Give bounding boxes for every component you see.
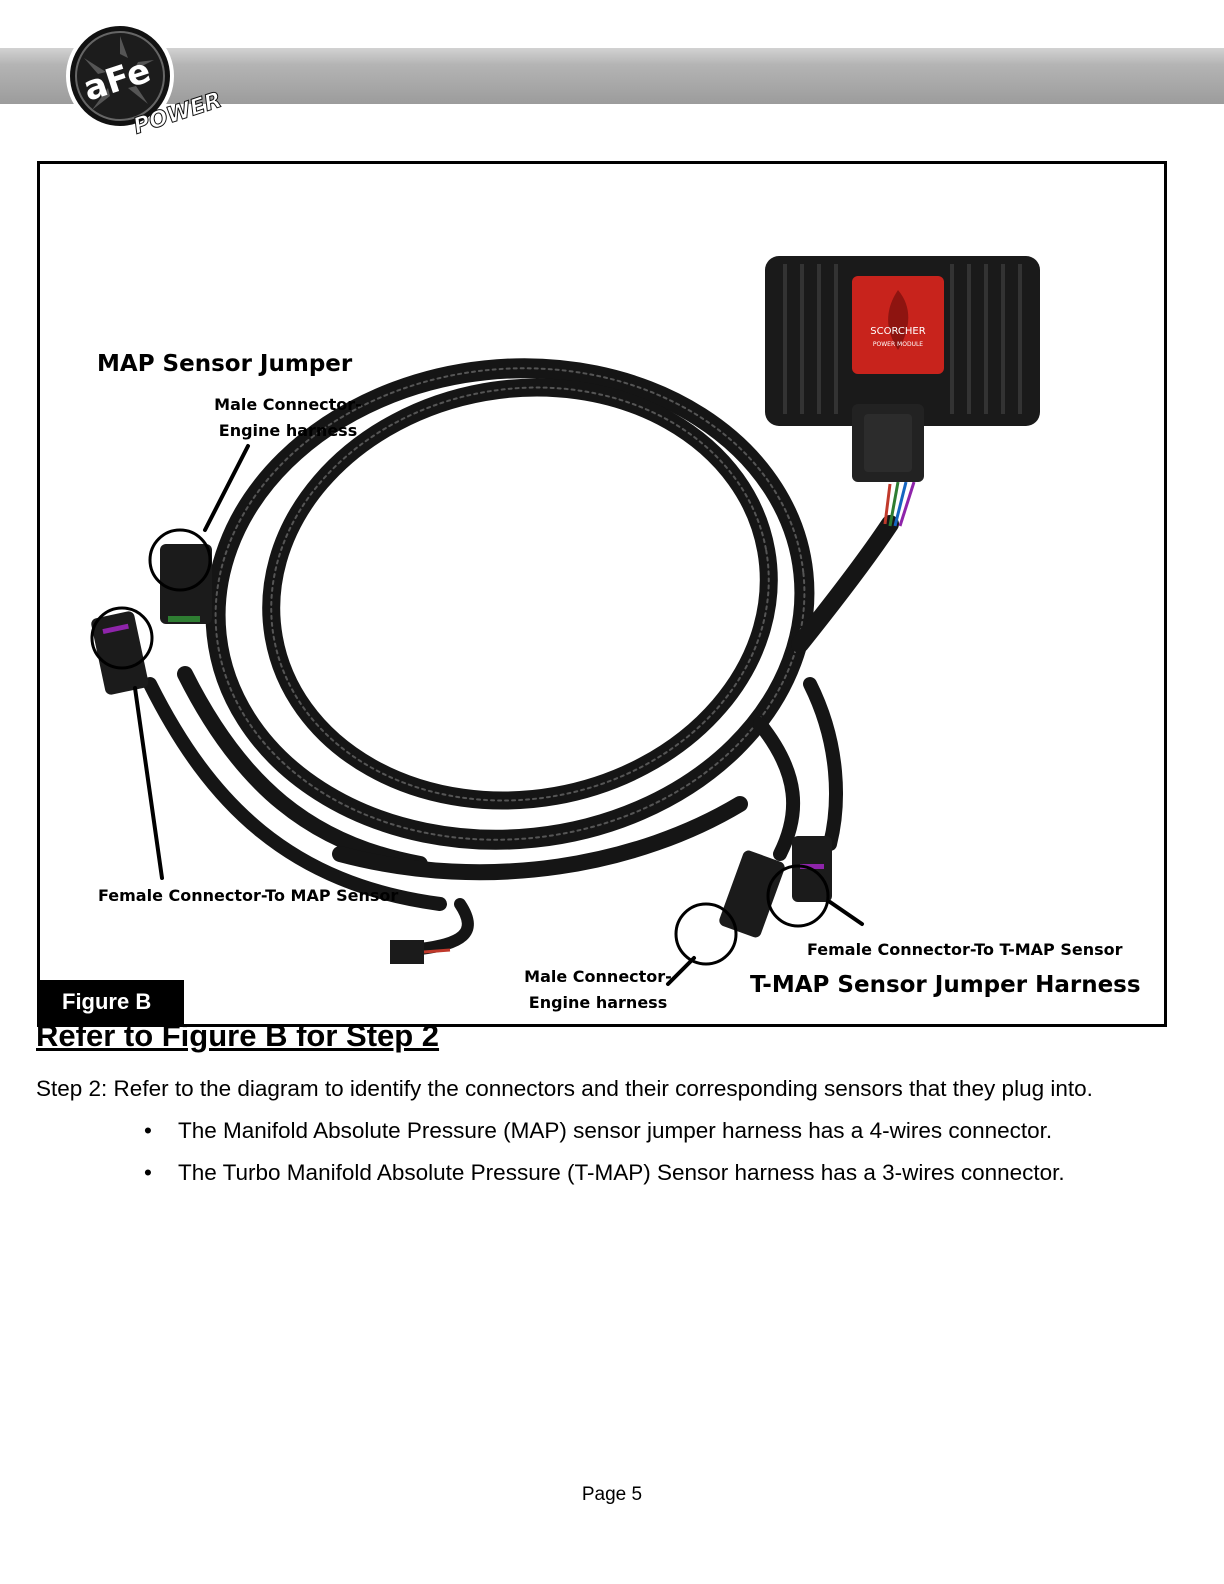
male-connector-tmap-label-line2: Engine harness: [528, 993, 668, 1012]
male-connector-map-label: Male Connector- Engine harness: [198, 392, 378, 444]
bullet-list: • The Manifold Absolute Pressure (MAP) se…: [140, 1118, 1065, 1202]
page-number: Page 5: [581, 1484, 643, 1505]
bullet-icon: •: [144, 1160, 152, 1185]
female-connector-map-label: Female Connector-To MAP Sensor: [98, 886, 399, 905]
svg-text:POWER MODULE: POWER MODULE: [873, 341, 923, 348]
harness-photo: SCORCHER POWER MODULE: [90, 256, 1040, 986]
male-connector-map-label-line2: Engine harness: [218, 421, 358, 440]
figure-tag: Figure B: [40, 980, 184, 1024]
bullet-item: • The Turbo Manifold Absolute Pressure (T…: [140, 1160, 1065, 1202]
female-connector-tmap-label: Female Connector-To T-MAP Sensor: [807, 940, 1123, 959]
step-text: Step 2: Refer to the diagram to identify…: [36, 1076, 1093, 1101]
male-connector-map-label-line1: Male Connector-: [214, 395, 362, 414]
header-bar: [0, 48, 1224, 104]
map-sensor-jumper-label: MAP Sensor Jumper: [97, 351, 353, 377]
bullet-text: The Manifold Absolute Pressure (MAP) sen…: [178, 1118, 1053, 1143]
figure-b: SCORCHER POWER MODULE: [37, 161, 1167, 1027]
bullet-icon: •: [144, 1118, 152, 1143]
bullet-text: The Turbo Manifold Absolute Pressure (T-…: [178, 1160, 1065, 1185]
tmap-harness-label: T-MAP Sensor Jumper Harness: [750, 972, 1141, 998]
map-connectors: [91, 544, 212, 695]
bullet-item: • The Manifold Absolute Pressure (MAP) se…: [140, 1118, 1065, 1160]
male-connector-tmap-label-line1: Male Connector-: [524, 967, 672, 986]
section-title: Refer to Figure B for Step 2: [36, 1018, 440, 1053]
male-connector-tmap-label: Male Connector- Engine harness: [513, 964, 683, 1016]
svg-text:SCORCHER: SCORCHER: [870, 326, 925, 337]
power-module: SCORCHER POWER MODULE: [765, 256, 1040, 482]
afe-power-logo: aFe POWER: [66, 22, 225, 138]
